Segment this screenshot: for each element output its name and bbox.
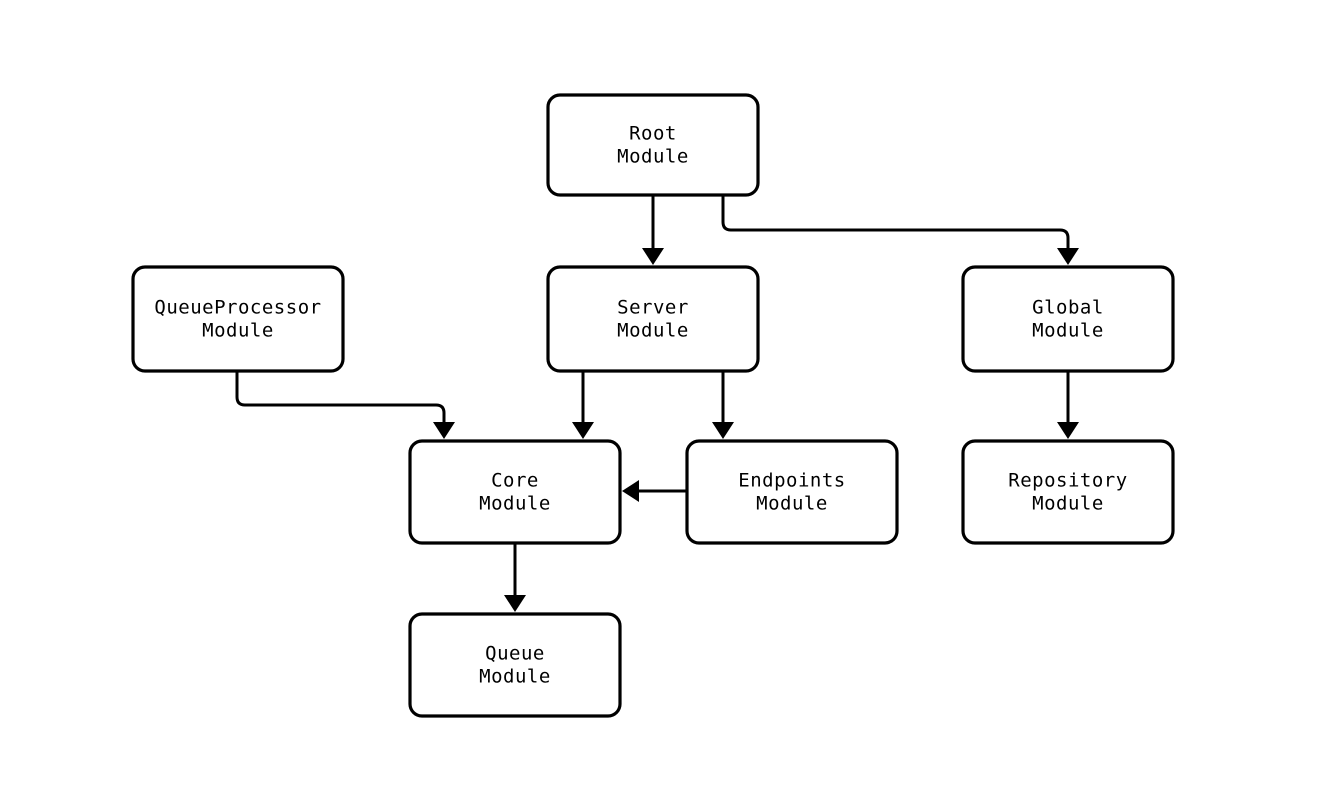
node-label-line2: Module bbox=[1032, 320, 1104, 342]
edge-root-to-server bbox=[642, 195, 664, 265]
node-label-line2: Module bbox=[756, 493, 828, 515]
arrowhead-down bbox=[433, 422, 455, 439]
node-label-line1: Core bbox=[491, 470, 539, 492]
node-box-queueprocessor[interactable] bbox=[131, 265, 345, 373]
edge-line bbox=[721, 195, 1070, 250]
edge-layer bbox=[235, 195, 1079, 612]
node-label-line2: Module bbox=[479, 666, 551, 688]
node-label-line2: Module bbox=[479, 493, 551, 515]
arrowhead-down bbox=[712, 422, 734, 439]
node-label-line2: Module bbox=[617, 320, 689, 342]
node-label-line1: Queue bbox=[485, 643, 545, 665]
node-box-root[interactable] bbox=[546, 93, 760, 197]
node-label-line2: Module bbox=[617, 146, 689, 168]
node-label-line1: Server bbox=[617, 297, 689, 319]
node-label-line2: Module bbox=[202, 320, 274, 342]
node-box-server[interactable] bbox=[546, 265, 760, 373]
node-label-line1: Endpoints bbox=[738, 470, 845, 492]
node-box-endpoints[interactable] bbox=[685, 439, 899, 545]
node-label-line1: Root bbox=[629, 123, 677, 145]
edge-server-to-endpoints bbox=[712, 371, 734, 439]
edge-root-to-global bbox=[721, 195, 1079, 265]
arrowhead-down bbox=[1057, 248, 1079, 265]
node-label-line1: QueueProcessor bbox=[154, 297, 321, 319]
node-label-line1: Repository bbox=[1008, 470, 1127, 492]
node-layer: RootModuleQueueProcessorModuleServerModu… bbox=[131, 93, 1175, 718]
arrowhead-left bbox=[622, 480, 639, 502]
node-box-repository[interactable] bbox=[961, 439, 1175, 545]
edge-server-to-core bbox=[572, 371, 594, 439]
node-label-line1: Global bbox=[1032, 297, 1104, 319]
edge-line bbox=[235, 371, 446, 424]
arrowhead-down bbox=[642, 248, 664, 265]
node-box-global[interactable] bbox=[961, 265, 1175, 373]
node-box-core[interactable] bbox=[408, 439, 622, 545]
arrowhead-down bbox=[504, 595, 526, 612]
node-box-queue[interactable] bbox=[408, 612, 622, 718]
edge-queueprocessor-to-core bbox=[235, 371, 455, 439]
arrowhead-down bbox=[1057, 422, 1079, 439]
node-label-line2: Module bbox=[1032, 493, 1104, 515]
edge-core-to-queue bbox=[504, 543, 526, 612]
arrowhead-down bbox=[572, 422, 594, 439]
edge-endpoints-to-core bbox=[622, 480, 687, 502]
edge-global-to-repository bbox=[1057, 371, 1079, 439]
